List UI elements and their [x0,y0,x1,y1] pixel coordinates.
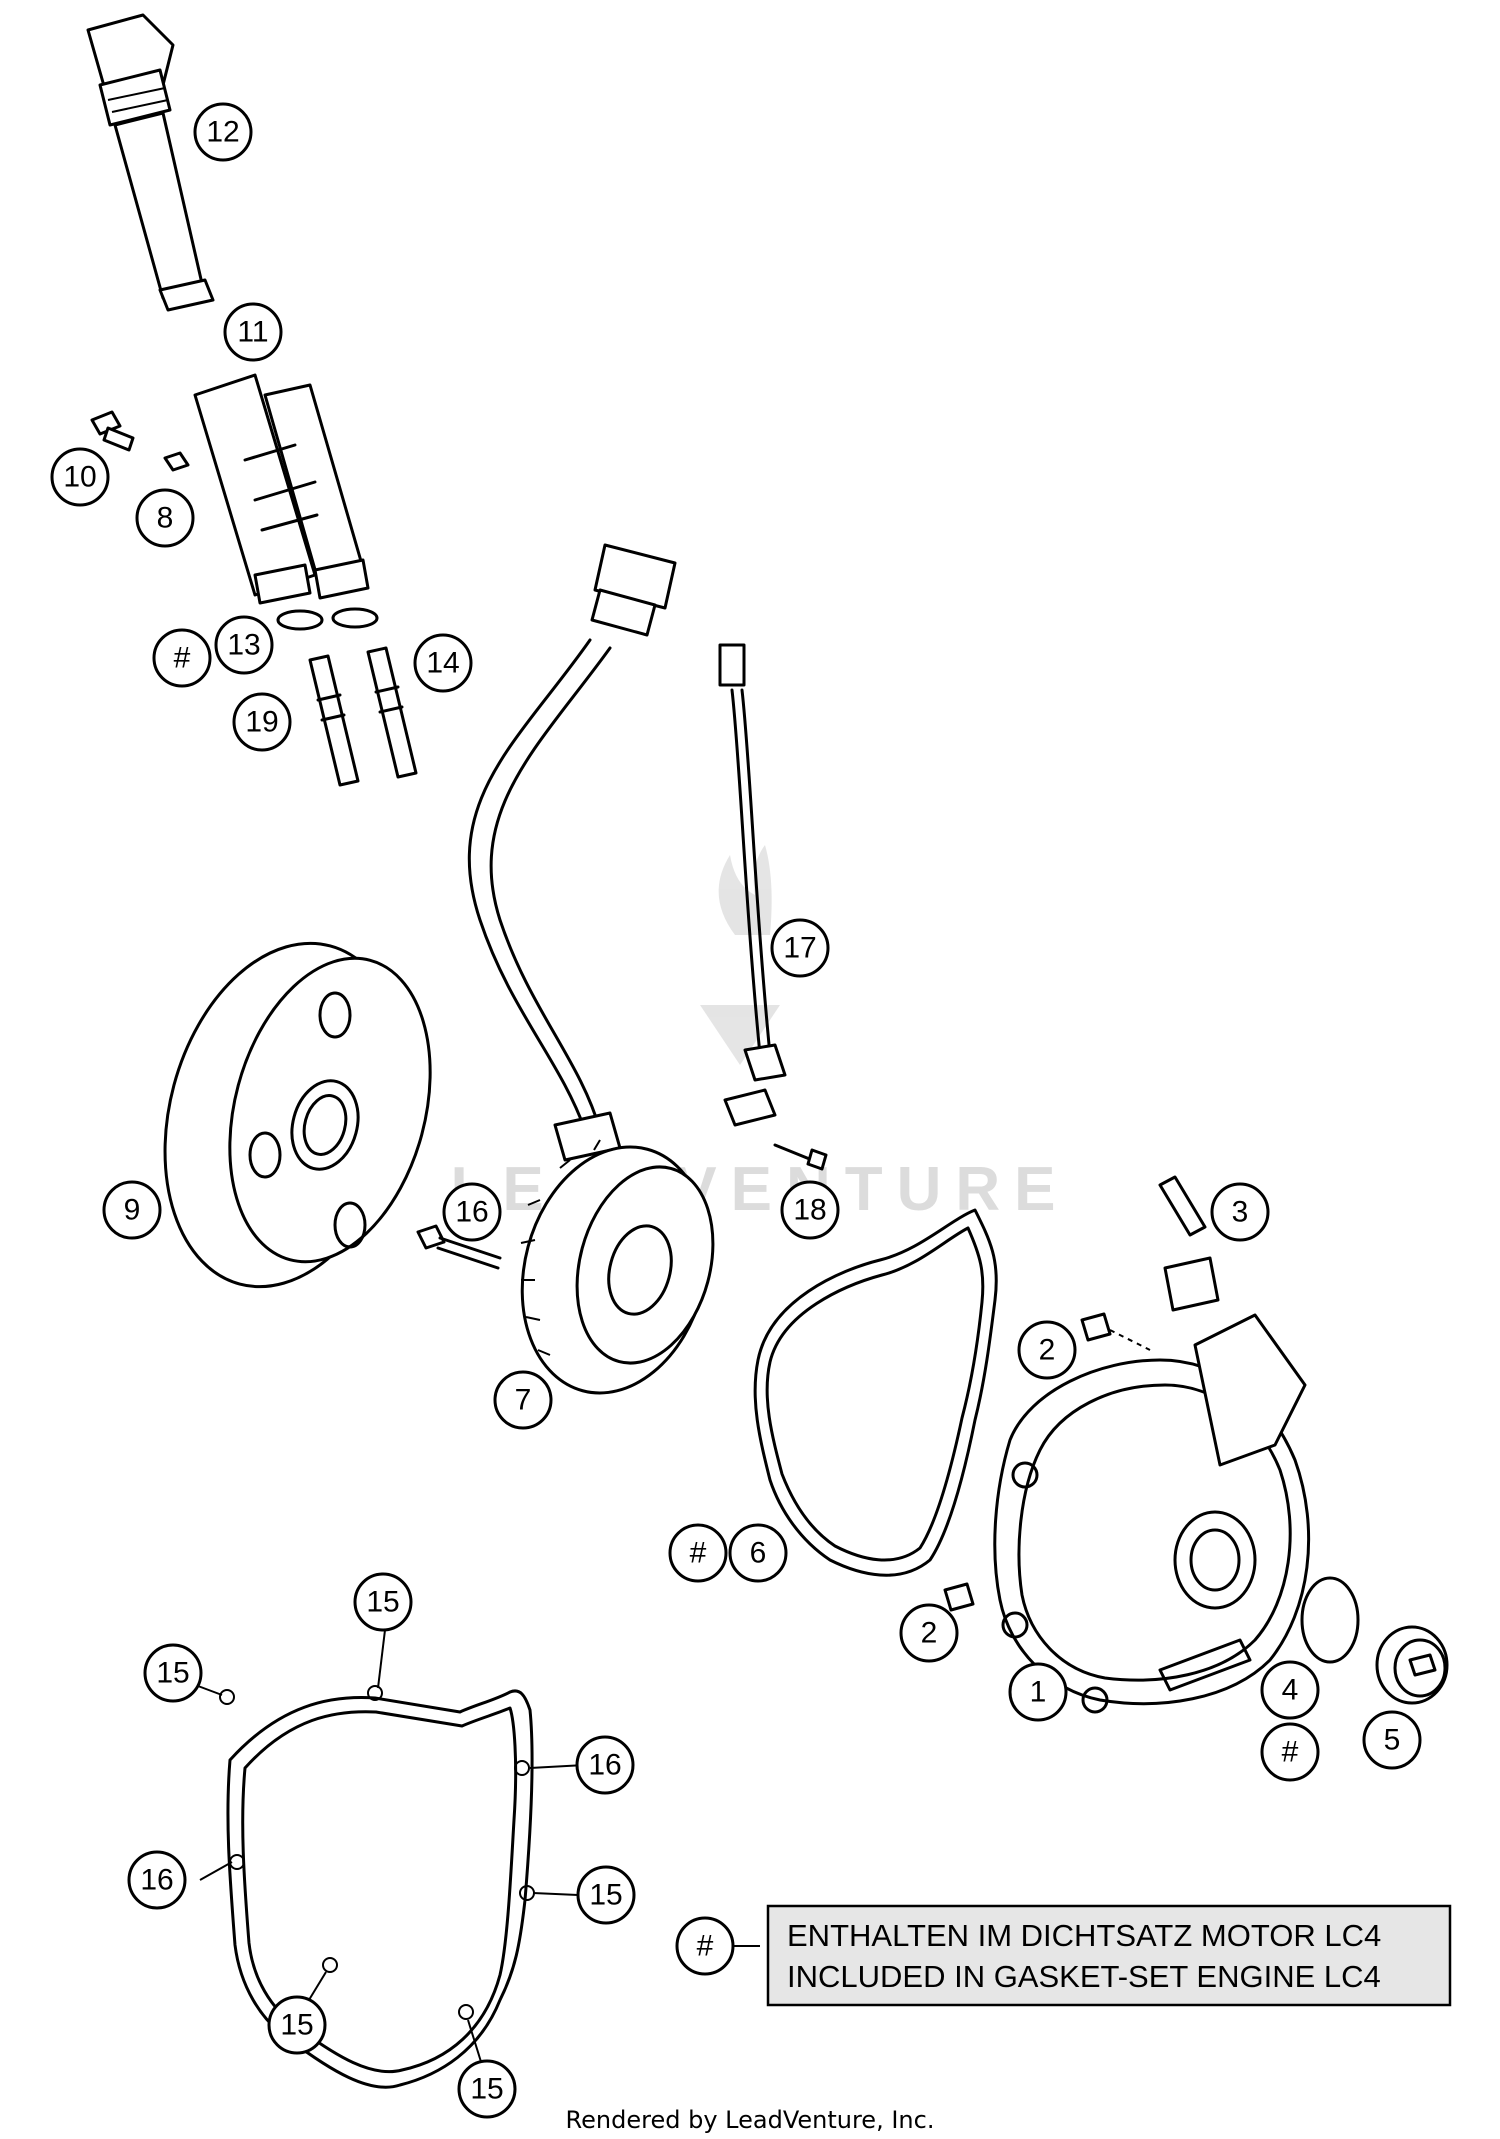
flywheel-part [163,941,432,1289]
spark-plugs-part [308,646,418,787]
svg-text:14: 14 [426,647,459,680]
svg-text:12: 12 [206,116,239,149]
svg-text:2: 2 [921,1617,938,1650]
callout-1: 1 [1008,1662,1068,1722]
svg-text:8: 8 [157,502,174,535]
watermark: LEADVENTURE [450,845,1056,1224]
svg-text:15: 15 [366,1586,399,1619]
legend-line-german: ENTHALTEN IM DICHTSATZ MOTOR LC4 [787,1918,1381,1953]
callout-gasket-set: # [1260,1722,1320,1782]
callout-9: 9 [102,1180,162,1240]
callout-16: 16 [442,1182,502,1242]
cover-gasket-outline-part [219,1685,535,2089]
svg-text:15: 15 [589,1879,622,1912]
screw-plug-part [1375,1625,1449,1705]
callout-15: 15 [143,1643,203,1703]
legend-symbol: # [675,1916,735,1976]
legend: # ENTHALTEN IM DICHTSATZ MOTOR LC4 INCLU… [675,1904,1452,2007]
callout-17: 17 [770,918,830,978]
callout-13: 13 [214,615,274,675]
callout-gasket-set: # [152,628,212,688]
callout-16: 16 [127,1850,187,1910]
legend-line-english: INCLUDED IN GASKET-SET ENGINE LC4 [787,1959,1381,1994]
footer-credit: Rendered by LeadVenture, Inc. [566,2106,935,2134]
callout-2: 2 [1017,1320,1077,1380]
callout-5: 5 [1362,1710,1422,1770]
callout-8: 8 [135,488,195,548]
stator-part [520,1139,715,1395]
svg-text:18: 18 [793,1194,826,1227]
callout-15: 15 [576,1865,636,1925]
callout-15: 15 [267,1995,327,2055]
o-ring-4-part [1300,1576,1360,1664]
svg-text:3: 3 [1232,1196,1249,1229]
svg-text:17: 17 [783,932,816,965]
legend-box [766,1904,1452,2007]
bolt-and-nut-part [90,410,190,472]
callout-11: 11 [223,302,283,362]
svg-text:10: 10 [63,461,96,494]
callout-4: 4 [1260,1660,1320,1720]
bolt-18-part [773,1143,828,1171]
svg-text:16: 16 [455,1196,488,1229]
svg-text:11: 11 [237,316,268,349]
svg-text:5: 5 [1384,1724,1401,1757]
ignition-cover-part [993,1313,1311,1714]
svg-text:9: 9 [124,1194,141,1227]
o-rings-part [276,607,379,631]
svg-text:#: # [697,1930,714,1963]
callout-12: 12 [193,102,253,162]
callout-15: 15 [353,1572,413,1632]
svg-text:15: 15 [156,1657,189,1690]
callout-14: 14 [413,633,473,693]
svg-text:16: 16 [588,1749,621,1782]
ignition-coil-part [86,13,215,312]
svg-text:4: 4 [1282,1674,1299,1707]
bolt-16-part [416,1224,502,1270]
sensor-cable-part [718,643,787,1127]
callout-gasket-set: # [668,1523,728,1583]
callout-6: 6 [728,1523,788,1583]
svg-text:2: 2 [1039,1334,1056,1367]
svg-text:#: # [1282,1736,1299,1769]
callout-18: 18 [780,1180,840,1240]
callout-19: 19 [232,692,292,752]
svg-text:7: 7 [515,1384,532,1417]
callout-7: 7 [493,1370,553,1430]
svg-text:13: 13 [227,629,260,662]
ignition-cover-gasket-part [753,1208,998,1577]
stator-harness-part [467,543,677,1162]
dowel-pins-part [943,1312,1151,1612]
callout-16: 16 [575,1735,635,1795]
svg-text:6: 6 [750,1537,767,1570]
svg-text:#: # [690,1537,707,1570]
callout-3: 3 [1210,1182,1270,1242]
svg-text:15: 15 [280,2009,313,2042]
svg-text:16: 16 [140,1864,173,1897]
svg-text:#: # [174,642,191,675]
callout-2: 2 [899,1603,959,1663]
callout-10: 10 [50,447,110,507]
svg-text:19: 19 [245,706,278,739]
coil-bracket-part [193,373,370,605]
svg-text:1: 1 [1030,1676,1047,1709]
cover-clip-part [1158,1175,1220,1312]
callout-15: 15 [457,2059,517,2119]
svg-text:15: 15 [470,2073,503,2106]
